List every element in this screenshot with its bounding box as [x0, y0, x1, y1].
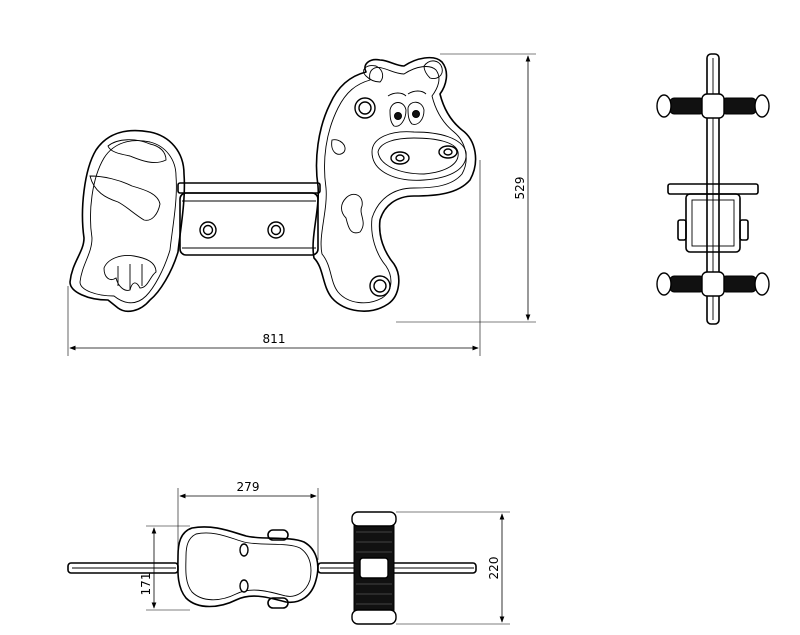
dimension-top-total-width: 220 — [396, 511, 510, 625]
front-bottom-footrest — [656, 271, 770, 297]
muzzle — [371, 131, 467, 181]
center-beam — [179, 192, 319, 256]
dim-label-side-height: 529 — [513, 177, 527, 200]
front-spring-housing — [677, 193, 749, 253]
dimension-side-height: 529 — [396, 53, 536, 323]
dimension-side-width: 811 — [67, 160, 481, 356]
ear-right — [423, 60, 443, 79]
dim-label-top-width: 171 — [139, 573, 153, 596]
front-center-plate — [706, 53, 720, 325]
eyes — [387, 90, 427, 127]
top-view — [67, 511, 477, 625]
neck-spot — [341, 193, 364, 234]
top-seat — [177, 526, 319, 608]
dimension-top-length: 279 — [177, 480, 319, 560]
top-handle-grip — [351, 511, 397, 625]
udder — [103, 255, 157, 291]
rear-spot-side — [89, 175, 161, 221]
dim-label-top-length: 279 — [237, 480, 260, 494]
dimension-top-width: 171 — [139, 525, 190, 611]
side-view-cow — [69, 56, 477, 313]
seat-plate — [177, 182, 321, 194]
rear-spot-top — [107, 139, 167, 163]
cow-rear-body — [69, 129, 186, 313]
front-top-handle — [656, 93, 770, 119]
front-view — [656, 53, 770, 325]
dim-label-side-width: 811 — [263, 332, 286, 346]
ear-left — [363, 65, 384, 83]
dim-label-top-total-width: 220 — [487, 557, 501, 580]
cow-head-body — [312, 56, 477, 312]
